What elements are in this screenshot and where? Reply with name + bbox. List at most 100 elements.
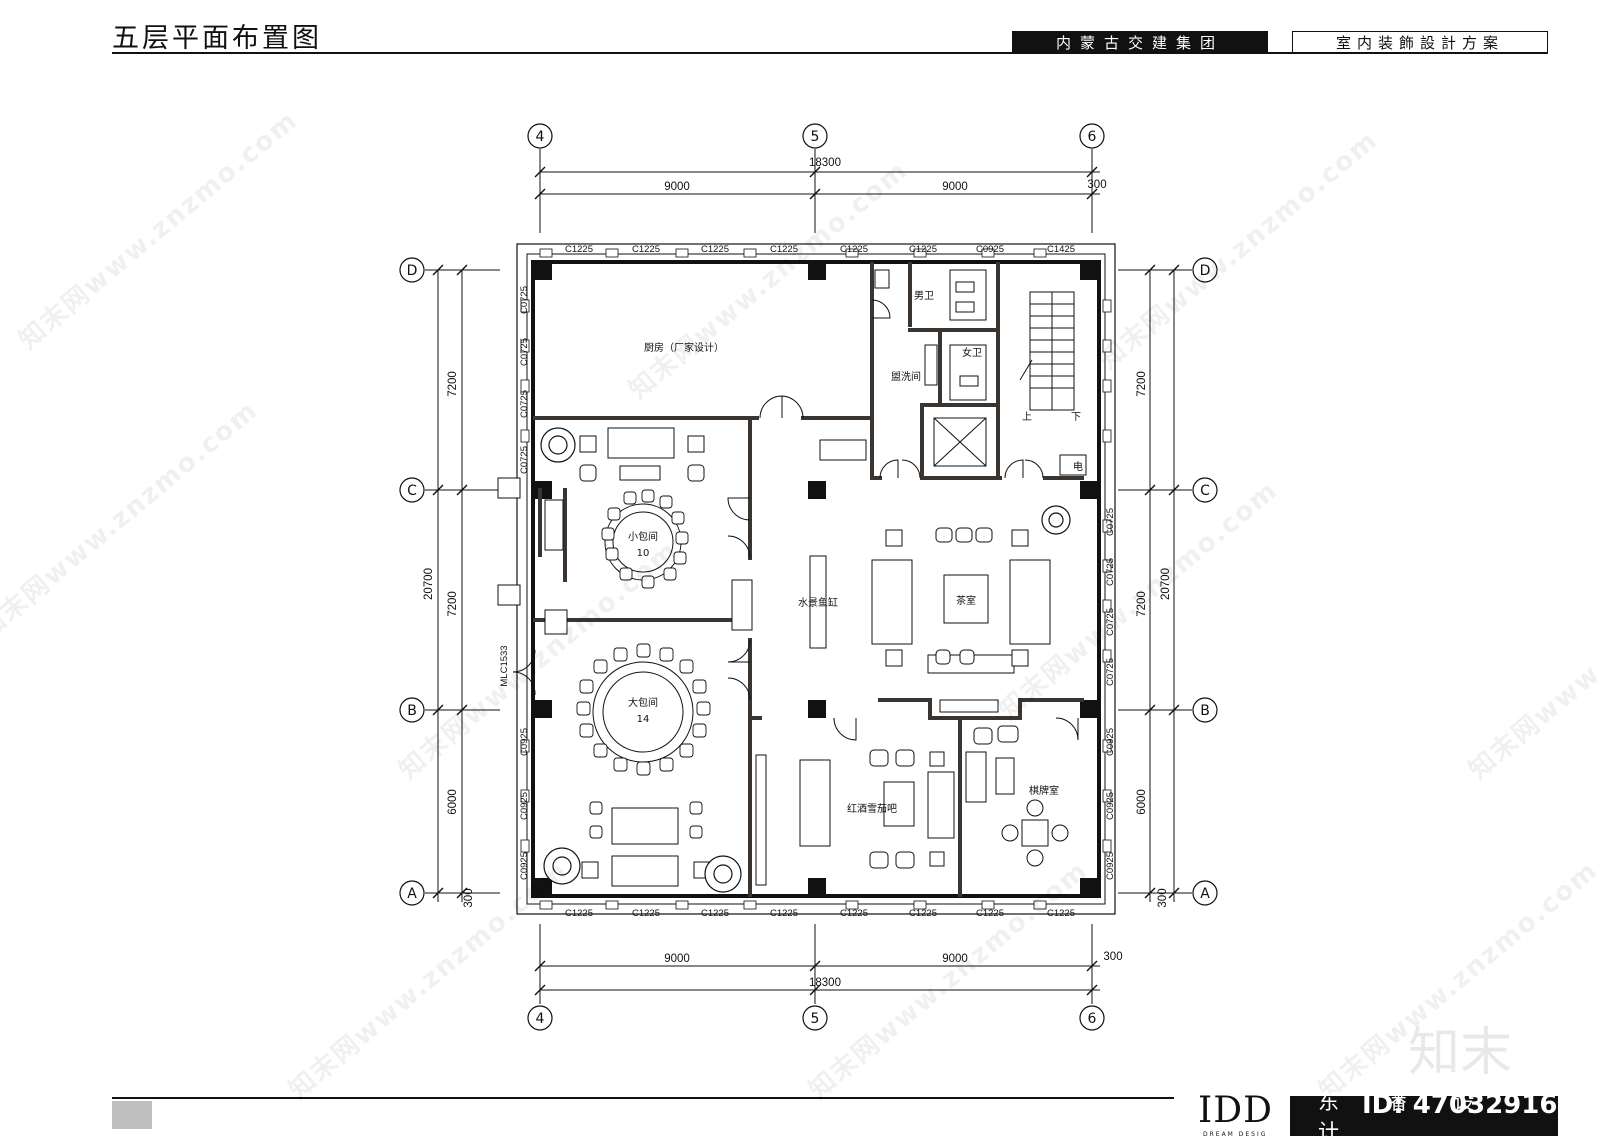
axis-label-b-left: B [407,703,417,719]
axis-bubbles [399,123,1218,1031]
window-left-2: C0725 [519,338,530,366]
drawing-title: 五层平面布置图 [112,23,322,54]
dim-left-c-b: 7200 [447,591,459,617]
interior-walls [533,262,1084,897]
window-left-7: C0925 [519,852,530,880]
large-room-chairs [576,643,711,839]
window-top-6: C1225 [909,244,937,255]
dim-left-b-a: 6000 [447,789,459,815]
axis-label-a-left: A [407,886,417,902]
large-room-furniture [581,661,711,887]
window-bottom-2: C1225 [632,908,660,919]
doors [512,299,1079,741]
window-top-2: C1225 [632,244,660,255]
window-top-1: C1225 [565,244,593,255]
stair-down-label: 下 [1071,412,1081,423]
axis-label-4-bottom: 4 [536,1011,545,1027]
room-kitchen: 厨房（厂家设计） [644,341,724,354]
axis-label-6-bottom: 6 [1088,1011,1097,1027]
window-top-4: C1225 [770,244,798,255]
dim-top-total: 18300 [809,157,841,169]
room-washroom: 盥洗间 [891,370,921,383]
window-top-5: C1225 [840,244,868,255]
entrance-door-label: MLC1533 [499,645,510,686]
elevator [933,417,987,467]
side-entrance [497,477,753,635]
dim-right-d-c: 7200 [1136,371,1148,397]
room-tea: 茶室 [956,594,976,607]
window-bottom-1: C1225 [565,908,593,919]
room-small-private: 小包间 [628,530,658,543]
watermark-brand: 知末 [1408,1023,1513,1083]
dim-bottom-total: 18300 [809,977,841,989]
window-bottom-6: C1225 [909,908,937,919]
facade-ornaments [520,248,1112,910]
dim-left-d-c: 7200 [447,371,459,397]
window-right-3: C0725 [1105,608,1116,636]
wine-bar-furniture [755,749,955,886]
stair-up-label: 上 [1022,411,1032,423]
room-large-private-seats: 14 [637,714,650,725]
window-top-3: C1225 [701,244,729,255]
window-right-5: C0925 [1105,728,1116,756]
window-bottom-7: C1225 [976,908,1004,919]
room-labels: 厨房（厂家设计） 男卫 女卫 盥洗间 小包间 10 大包间 14 水景鱼缸 茶室… [628,290,1083,815]
idd-logo-subtitle: DREAM DESIG [1203,1131,1268,1138]
dim-top-right: 9000 [942,181,968,193]
dim-bottom-left: 9000 [664,953,690,965]
room-mens-wc: 男卫 [914,290,934,302]
room-chess: 棋牌室 [1029,784,1059,797]
axis-label-a-right: A [1200,886,1210,902]
room-womens-wc: 女卫 [962,346,982,359]
window-labels-top: C1225 C1225 C1225 C1225 C1225 C1225 C092… [565,244,1075,255]
dim-bottom-right: 9000 [942,953,968,965]
window-bottom-3: C1225 [701,908,729,919]
room-aquarium: 水景鱼缸 [798,596,838,609]
window-top-7: C0925 [976,244,1004,255]
axis-label-c-left: C [407,483,417,499]
window-labels-left: C0725 C0725 C0725 C0725 C0925 C0925 C092… [519,286,530,880]
window-left-5: C0925 [519,728,530,756]
window-right-2: C0725 [1105,558,1116,586]
image-id-tag: ID: 470329161 [1362,1090,1576,1120]
wc-fixtures [819,269,1087,476]
window-left-1: C0725 [519,286,530,314]
dim-left-total: 20700 [423,568,435,600]
project-label: 室内装飾設計方案 [1292,31,1548,53]
chess-room-furniture [965,725,1069,867]
studio-name-bar: 东 潘 设 计 [1290,1090,1558,1144]
dim-right-edge: 300 [1157,888,1169,907]
potted-plants [540,427,1071,893]
dimension-ticks [432,166,1180,996]
dim-right-b-a: 6000 [1136,789,1148,815]
window-right-1: C0725 [1105,508,1116,536]
axis-label-4-top: 4 [536,129,545,145]
room-wine-bar: 红酒雪茄吧 [847,802,897,815]
idd-logo: IDD [1198,1090,1273,1131]
footer-rule [112,1097,1174,1099]
window-bottom-5: C1225 [840,908,868,919]
window-top-8: C1425 [1047,244,1075,255]
axis-label-5-bottom: 5 [811,1011,820,1027]
window-left-6: C0925 [519,792,530,820]
axis-label-d-left: D [407,263,418,279]
tea-room-furniture [809,527,1051,713]
window-labels-bottom: C1225 C1225 C1225 C1225 C1225 C1225 C122… [565,908,1075,919]
structural-columns [534,262,1098,896]
dim-right-c-b: 7200 [1136,591,1148,617]
window-left-4: C0725 [519,446,530,474]
axis-label-c-right: C [1200,483,1210,499]
small-room-furniture [579,427,705,581]
electrical-label: 电 [1073,460,1083,473]
dim-right-total: 20700 [1160,568,1172,600]
window-labels-right: C0725 C0725 C0725 C0725 C0925 C0925 C092… [1105,508,1116,880]
window-bottom-4: C1225 [770,908,798,919]
dim-left-edge: 300 [463,888,475,907]
dim-top-edge: 300 [1087,179,1106,191]
room-small-private-seats: 10 [637,548,650,559]
dim-top-left: 9000 [664,181,690,193]
dim-bottom-edge: 300 [1103,951,1122,963]
small-room-chairs [601,489,689,589]
axis-label-6-top: 6 [1088,129,1097,145]
